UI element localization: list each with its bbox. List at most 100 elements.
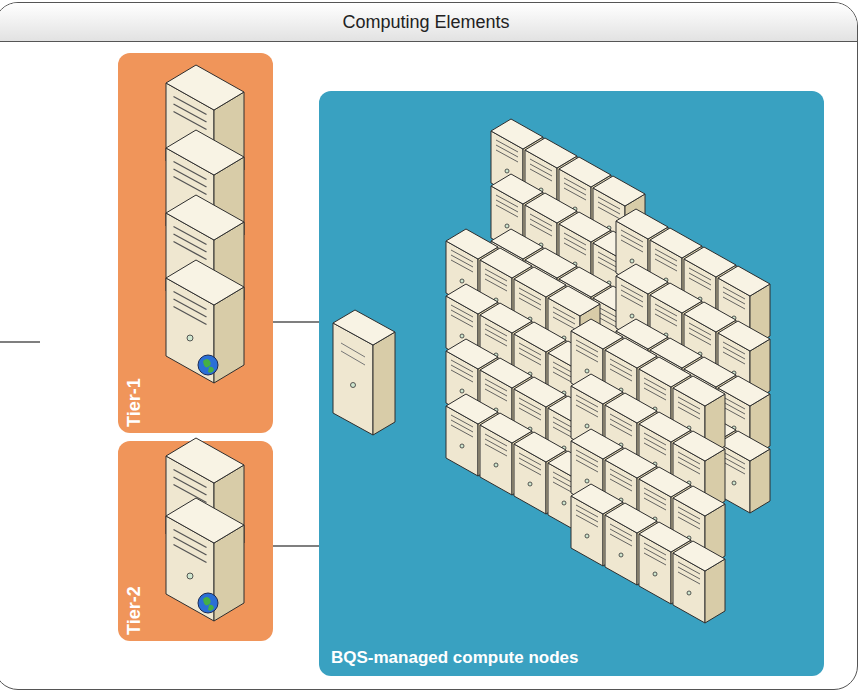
drive-slot (174, 112, 207, 130)
drive-slot (678, 402, 700, 414)
power-led (187, 573, 193, 579)
drive-slot (174, 470, 207, 488)
drive-slot (451, 315, 473, 327)
server-face (673, 376, 725, 406)
drive-slot (519, 348, 541, 360)
drive-slot (485, 334, 507, 346)
drive-slot (564, 188, 586, 200)
drive-slot (576, 460, 598, 472)
tier-label: Tier-1 (124, 378, 145, 427)
drive-slot (678, 462, 700, 474)
tier-box: Tier-1 (118, 53, 273, 433)
drive-slot (519, 453, 541, 465)
drive-slot (174, 299, 207, 317)
power-led (460, 444, 464, 448)
drive-slot (519, 408, 541, 420)
tier-box: Tier-2 (118, 441, 273, 641)
drive-slot (598, 202, 620, 214)
server-face (673, 431, 725, 461)
power-led (494, 463, 498, 467)
drive-slot (564, 183, 586, 195)
drive-slot (485, 439, 507, 451)
drive-slot (689, 268, 711, 280)
drive-slot (485, 279, 507, 291)
drive-slot (519, 298, 541, 310)
drive-slot (655, 254, 677, 266)
drive-slot (678, 507, 700, 519)
drive-slot (655, 259, 677, 271)
server-face (166, 438, 244, 483)
power-led (187, 335, 193, 341)
drive-slot (564, 178, 586, 190)
drive-slot (174, 545, 207, 563)
drive-slot (519, 403, 541, 415)
drive-slot (174, 292, 207, 310)
drive-slot (174, 307, 207, 325)
external-link-line (0, 341, 40, 343)
drive-slot (644, 543, 666, 555)
drive-slot (174, 104, 207, 122)
power-led (505, 224, 509, 228)
drive-slot (621, 235, 643, 247)
power-led (585, 369, 589, 373)
link-line (273, 321, 319, 323)
drive-slot (655, 314, 677, 326)
drive-slot (644, 553, 666, 565)
drive-slot (519, 463, 541, 475)
power-led (630, 259, 634, 263)
power-led (460, 389, 464, 393)
drive-slot (610, 479, 632, 491)
drive-slot (485, 269, 507, 281)
server-face (166, 498, 244, 543)
drive-slot (553, 307, 575, 319)
drive-slot (610, 369, 632, 381)
drive-slot (723, 292, 745, 304)
drive-slot (485, 434, 507, 446)
drive-slot (564, 233, 586, 245)
drive-slot (530, 214, 552, 226)
drive-slot (610, 469, 632, 481)
drive-slot (598, 207, 620, 219)
drive-slot (723, 407, 745, 419)
power-led (619, 553, 623, 557)
drive-slot (576, 345, 598, 357)
drive-slot (723, 352, 745, 364)
drive-slot (519, 458, 541, 470)
drive-slot (610, 529, 632, 541)
drive-slot (576, 350, 598, 362)
drive-slot (174, 530, 207, 548)
drive-slot (644, 388, 666, 400)
drive-slot (553, 317, 575, 329)
drive-slot (689, 333, 711, 345)
drive-slot (530, 224, 552, 236)
drive-slot (451, 310, 473, 322)
drive-slot (723, 462, 745, 474)
drive-slot (530, 169, 552, 181)
drive-slot (451, 250, 473, 262)
drive-slot (530, 219, 552, 231)
drive-slot (564, 238, 586, 250)
drive-slot (678, 517, 700, 529)
drive-slot (621, 230, 643, 242)
cabinet-slot (341, 343, 365, 357)
globe-land (203, 597, 214, 611)
drive-slot (174, 227, 207, 245)
drive-slot (723, 397, 745, 409)
drive-slot (496, 195, 518, 207)
drive-slot (496, 145, 518, 157)
drive-slot (451, 425, 473, 437)
globe-icon (198, 593, 218, 613)
drive-slot (644, 438, 666, 450)
drive-slot (678, 452, 700, 464)
drive-slot (174, 169, 207, 187)
power-led (732, 481, 736, 485)
server-face (673, 486, 725, 516)
server-face (718, 376, 770, 406)
drive-slot (576, 450, 598, 462)
drive-slot (451, 365, 473, 377)
power-led (653, 572, 657, 576)
drive-slot (519, 353, 541, 365)
drive-slot (485, 389, 507, 401)
drive-slot (451, 415, 473, 427)
